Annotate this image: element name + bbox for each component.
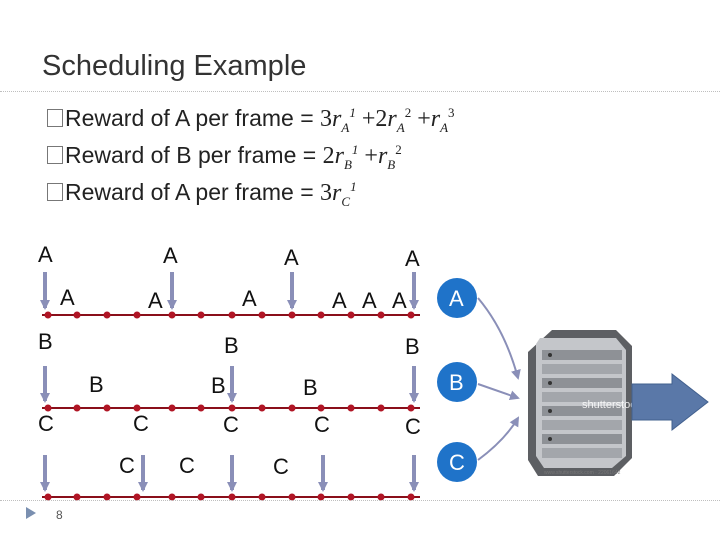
bullet-icon [47,109,63,127]
label-a: A [38,242,53,267]
timeline-node [103,493,111,501]
badge-a [437,278,477,318]
label-a: A [362,288,377,313]
label-b: B [211,373,226,398]
server-rack-image: shutterstock www.shutterstock.com · 2206… [528,330,642,476]
bullet-reward-a: Reward of A per frame = 3rA1 +2rA2 +rA3 [47,105,455,136]
label-c: C [223,412,239,437]
label-a: A [392,288,407,313]
timeline-node [228,493,236,501]
badge-c [437,442,477,482]
label-c: C [38,411,54,436]
title-divider [0,91,720,92]
timeline-node [317,493,325,501]
timeline-node [317,404,325,412]
timeline-node [73,493,81,501]
timeline-node [103,404,111,412]
slide-title: Scheduling Example [42,50,307,82]
timeline-node [317,311,325,319]
timeline-node [377,311,385,319]
timeline-node [73,311,81,319]
label-a: A [148,288,163,313]
label-a: A [405,246,420,271]
label-c: C [133,411,149,436]
label-a: A [284,245,299,270]
timeline-node [44,404,52,412]
timeline-node [168,311,176,319]
page-number: 8 [56,508,63,522]
label-a: A [242,286,257,311]
footer-divider [0,500,720,501]
badge-label-b: B [449,370,464,395]
timeline-node [103,311,111,319]
timeline-a-nodes [44,311,415,319]
curved-arrow-a [477,297,521,380]
label-b: B [224,333,239,358]
timeline-node [258,404,266,412]
label-b: B [38,329,53,354]
timeline-node [44,493,52,501]
timeline-node [168,404,176,412]
badge-b [437,362,477,402]
timeline-node [258,311,266,319]
label-c: C [119,453,135,478]
reward-formula-a: 3rA1 +2rA2 +rA3 [320,105,455,135]
label-a: A [60,285,75,310]
watermark-text: shutterstock [582,399,642,411]
reward-formula-c: 3rC1 [320,179,357,209]
timeline-node [228,311,236,319]
server-caption: www.shutterstock.com · 22061642 [544,470,621,476]
timeline-node [288,311,296,319]
bullet-icon [47,146,63,164]
label-b: B [89,372,104,397]
label-c: C [314,412,330,437]
timeline-node [44,311,52,319]
label-b: B [303,375,318,400]
timeline-node [347,404,355,412]
timeline-node [288,404,296,412]
curved-arrow-b [477,383,520,401]
timeline-node [228,404,236,412]
timeline-node [197,311,205,319]
bullet-reward-b: Reward of B per frame = 2rB1 +rB2 [47,142,402,173]
bullet-reward-c: Reward of A per frame = 3rC1 [47,179,357,210]
reward-formula-b: 2rB1 +rB2 [322,142,402,172]
curved-arrows [477,297,521,461]
timeline-node [347,311,355,319]
timeline-node [168,493,176,501]
label-c: C [273,454,289,479]
badge-label-c: C [449,450,465,475]
timeline-node [73,404,81,412]
label-c: C [179,453,195,478]
timeline-node [133,493,141,501]
timeline-c-nodes [44,493,415,501]
bullet-text: Reward of A per frame = [65,179,321,205]
curved-arrow-c [477,416,520,461]
timeline-node [377,493,385,501]
timeline-node [407,311,415,319]
timeline-node [197,493,205,501]
timeline-node [197,404,205,412]
label-b: B [405,334,420,359]
label-a: A [163,243,178,268]
output-arrow [631,372,709,432]
timeline-node [377,404,385,412]
frame-arrows [40,272,419,492]
badge-label-a: A [449,286,464,311]
timeline-node [407,493,415,501]
bullet-text: Reward of A per frame = [65,105,321,131]
timeline-node [407,404,415,412]
label-a: A [332,288,347,313]
label-c: C [405,414,421,439]
timeline-node [258,493,266,501]
timeline-b-nodes [44,404,415,412]
page-marker-icon [26,507,36,519]
bullet-icon [47,183,63,201]
timeline-node [133,311,141,319]
bullet-text: Reward of B per frame = [65,142,323,168]
timeline-node [347,493,355,501]
timeline-node [288,493,296,501]
timeline-node [133,404,141,412]
